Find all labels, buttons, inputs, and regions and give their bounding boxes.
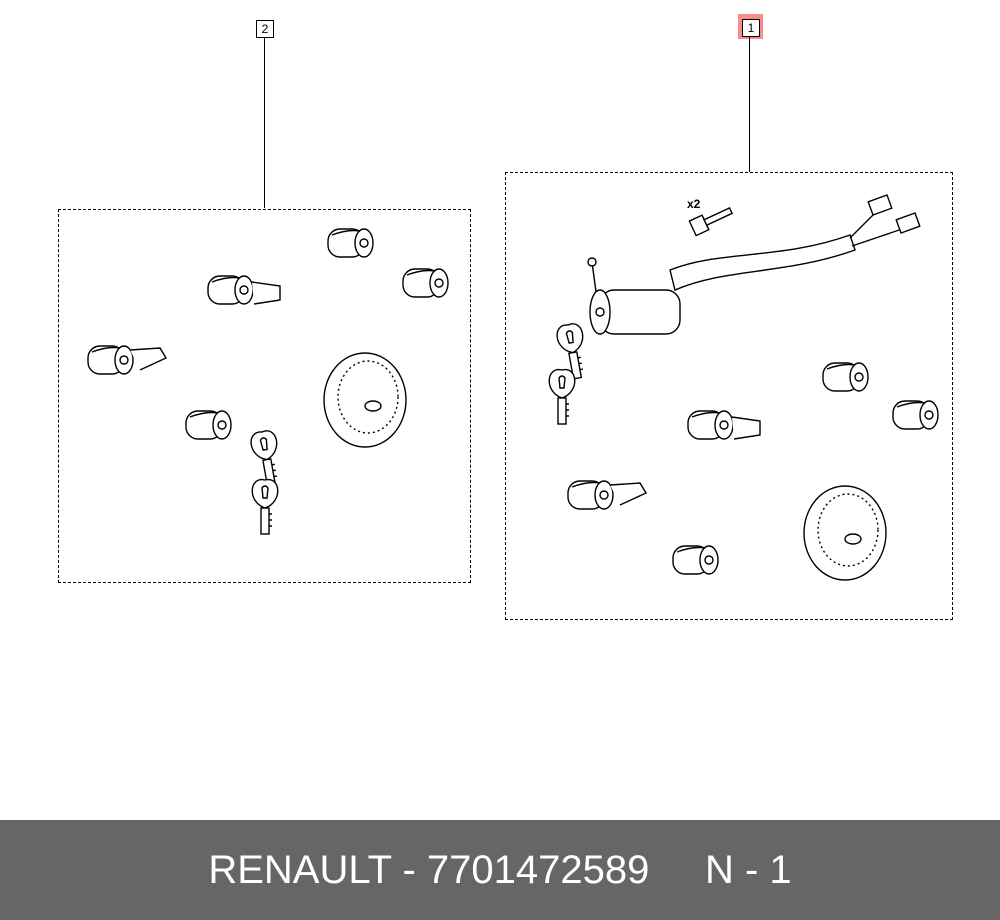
page-indicator: N - 1 bbox=[704, 848, 792, 892]
footer-bar: RENAULT - 7701472589 N - 1 bbox=[0, 820, 1000, 920]
separator: - bbox=[391, 848, 427, 892]
fuel-cap bbox=[323, 352, 407, 448]
key bbox=[248, 428, 285, 489]
kit-1-group bbox=[505, 172, 953, 620]
spare-key bbox=[688, 206, 734, 237]
part-number: 7701472589 bbox=[426, 848, 650, 892]
lock-cylinder bbox=[402, 268, 449, 298]
fuel-cap bbox=[803, 485, 887, 581]
lock-cylinder bbox=[567, 480, 648, 510]
ignition-cylinder bbox=[185, 410, 232, 440]
lock-cylinder bbox=[687, 410, 761, 440]
brand-name: RENAULT bbox=[208, 848, 392, 892]
quantity-label: x2 bbox=[687, 197, 701, 211]
lock-cylinder bbox=[207, 275, 281, 305]
ignition-switch bbox=[589, 289, 681, 335]
key bbox=[251, 478, 279, 535]
key bbox=[548, 368, 576, 425]
callout-2[interactable]: 2 bbox=[256, 20, 274, 38]
lock-cylinder bbox=[892, 400, 939, 430]
kit-2-group bbox=[58, 209, 471, 583]
lock-cylinder bbox=[822, 362, 869, 392]
lock-cylinder bbox=[87, 345, 168, 375]
parts-illustration bbox=[87, 194, 939, 581]
callout-1-leader bbox=[749, 37, 750, 172]
wiring-harness bbox=[669, 234, 856, 291]
callout-1[interactable]: 1 bbox=[742, 19, 760, 37]
lock-cylinder bbox=[672, 545, 719, 575]
callout-2-leader bbox=[264, 38, 265, 208]
lock-cylinder bbox=[327, 228, 374, 258]
